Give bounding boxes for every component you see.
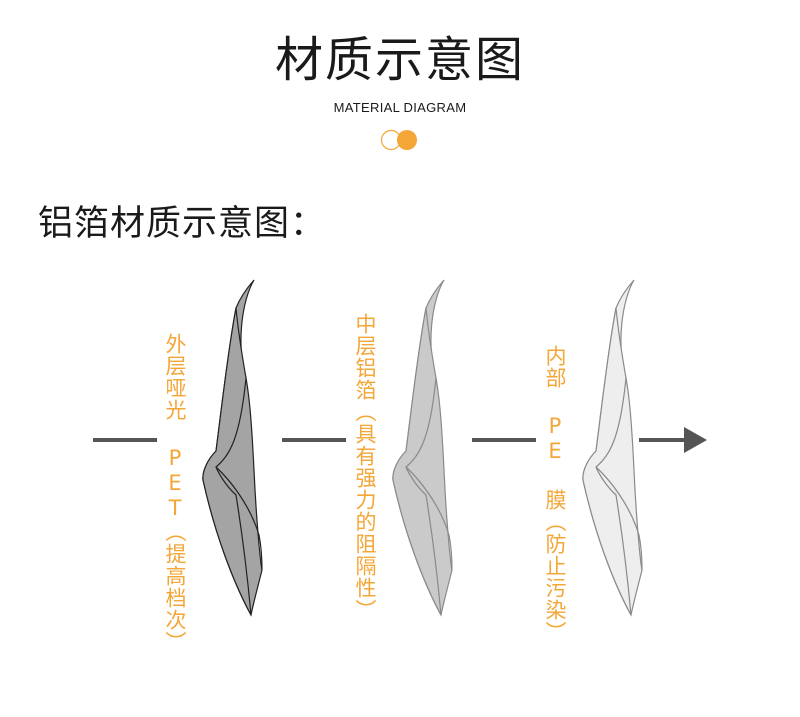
page-subtitle: MATERIAL DIAGRAM xyxy=(333,100,467,115)
film-front xyxy=(392,307,442,616)
section-title: 铝箔材质示意图： xyxy=(38,204,327,244)
layer-shape-outer xyxy=(202,279,263,617)
layer-shape-inner xyxy=(582,279,643,617)
layer-label-outer: 外层哑光 PET（提高档次） xyxy=(163,333,187,653)
film-fold xyxy=(595,466,643,571)
layer-shape-middle xyxy=(392,279,453,617)
layer-label-middle: 中层铝箔（具有强力的阻隔性） xyxy=(353,313,377,621)
dots-icon xyxy=(380,129,417,151)
film-front xyxy=(582,307,632,616)
arrow-right-icon xyxy=(684,427,707,453)
film-fold xyxy=(405,466,453,571)
film-fold xyxy=(215,466,263,571)
film-front xyxy=(202,307,252,616)
page-title: 材质示意图 xyxy=(274,32,525,88)
layer-label-inner: 内部 PE 膜（防止污染） xyxy=(543,345,567,643)
